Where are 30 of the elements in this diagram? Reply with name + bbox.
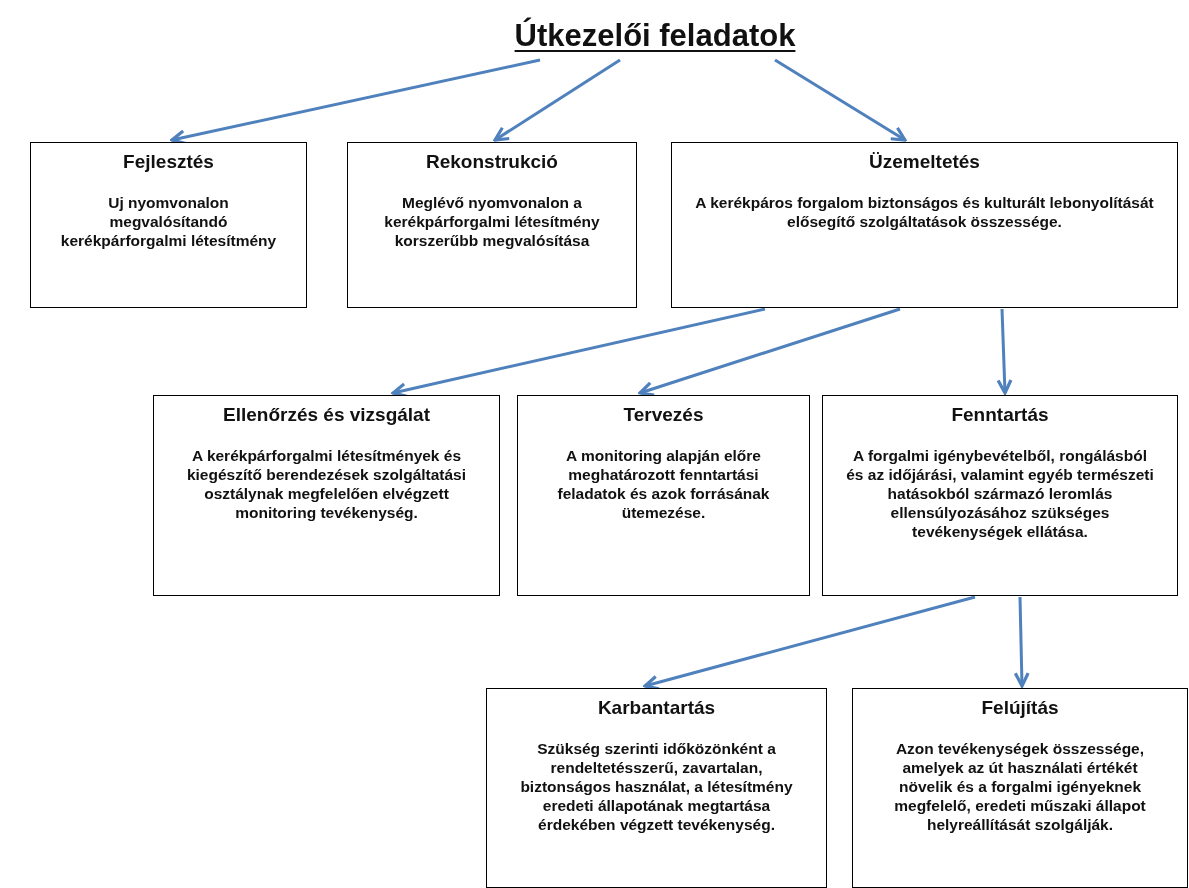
box-description: Uj nyomvonalon megvalósítandó kerékpárforgalmi létesítmény <box>59 193 278 250</box>
box-description: Meglévő nyomvonalon a kerékpárforgalmi létesítmény korszerűbb megvalósítása <box>383 193 601 250</box>
arrow <box>996 308 1013 395</box>
box-description: A kerékpárforgalmi létesítmények és kiegészítő berendezések szolgáltatási osztálynak megfelelően elvégzett monitoring tevékenység. <box>185 446 468 522</box>
box-heading: Ellenőrzés és vizsgálat <box>222 404 431 426</box>
box-heading: Karbantartás <box>596 697 717 719</box>
process-box <box>822 395 1178 596</box>
arrow <box>774 58 907 142</box>
process-box <box>153 395 500 596</box>
box-description: A forgalmi igénybevételből, rongálásból és az időjárási, valamint egyéb természeti hatásokból származó leromlás ellensúlyozásához szükséges tevékenységek ellátása. <box>845 446 1155 541</box>
process-box <box>486 688 827 888</box>
box-heading: Üzemeltetés <box>868 151 981 173</box>
process-box <box>852 688 1188 888</box>
box-description: Szükség szerinti időközönként a rendeltetésszerű, zavartalan, biztonságos használat, a létesítmény eredeti állapotának megtartása érdekében végzett tevékenység. <box>519 739 794 834</box>
box-heading: Rekonstrukció <box>425 151 559 173</box>
arrow <box>493 58 621 142</box>
box-heading: Fenntartás <box>950 404 1050 426</box>
box-description: Azon tevékenységek összessége, amelyek az út használati értékét növelik és a forgalmi igényeknek megfelelő, eredeti műszaki állapot helyreállítását szolgálják. <box>893 739 1147 834</box>
box-heading: Felújítás <box>980 697 1060 719</box>
arrow <box>1013 596 1030 688</box>
process-box <box>517 395 810 596</box>
arrow <box>638 307 901 397</box>
heading-text: Útkezelői feladatok <box>514 18 796 54</box>
box-heading: Tervezés <box>622 404 705 426</box>
process-box <box>347 142 637 308</box>
process-box <box>671 142 1178 308</box>
process-box <box>30 142 307 308</box>
box-description: A kerékpáros forgalom biztonságos és kulturált lebonyolítását elősegítő szolgáltatások összessége. <box>694 193 1155 231</box>
box-heading: Fejlesztés <box>122 151 215 173</box>
box-description: A monitoring alapján előre meghatározott fenntartási feladatok és azok forrásának ütemezése. <box>556 446 771 522</box>
